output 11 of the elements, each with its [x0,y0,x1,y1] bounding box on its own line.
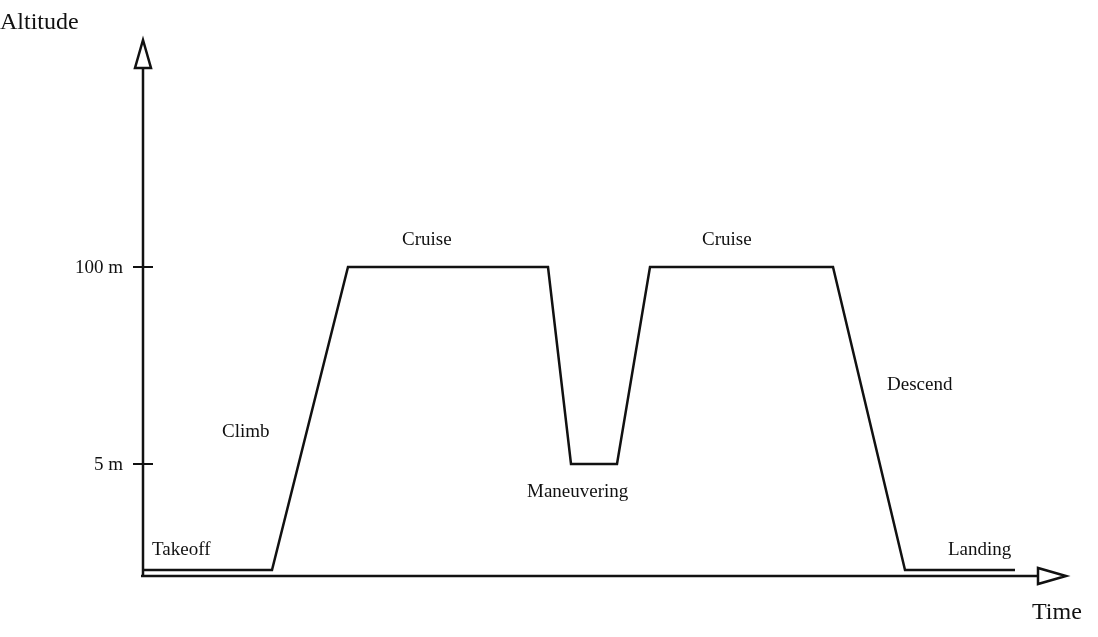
phase-label: Landing [948,538,1012,560]
axis-title: Altitude [0,8,79,36]
phase-label: Takeoff [152,538,211,560]
axis-title: Time [1032,598,1082,626]
phase-label: Maneuvering [527,480,629,502]
phase-label: Cruise [702,228,752,250]
phase-label: Climb [222,420,270,442]
phase-label: Descend [887,373,953,395]
tick-label: 5 m [93,453,123,475]
phase-label: Cruise [402,228,452,250]
tick-label: 100 m [74,256,123,278]
